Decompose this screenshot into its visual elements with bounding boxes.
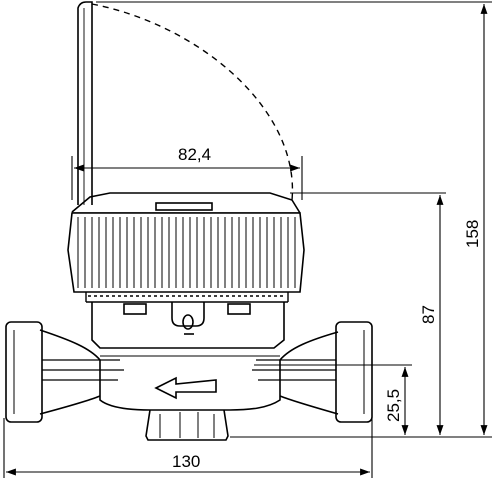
lid-swing-arc [91,3,294,201]
dim-axis-height-label: 25,5 [384,389,403,422]
flow-direction-arrow [154,376,217,400]
ribbed-ring [67,212,305,293]
ring-base [85,292,289,303]
dim-extension-lines [96,1,492,438]
bottom-boss [145,409,229,441]
dim-body-height-label: 87 [419,305,438,324]
meter-body [91,302,285,349]
dim-total-length [3,418,373,478]
dim-total-length-label: 130 [172,452,200,471]
ring-ribs [77,217,296,288]
dim-cover-width-label: 82,4 [178,145,211,164]
cover-top [71,192,301,214]
pipe-housing [39,329,339,415]
lid [77,1,93,205]
dim-total-height-label: 158 [463,220,482,248]
left-flange [5,321,43,423]
right-flange [335,321,373,423]
pipe-ends [42,359,336,381]
